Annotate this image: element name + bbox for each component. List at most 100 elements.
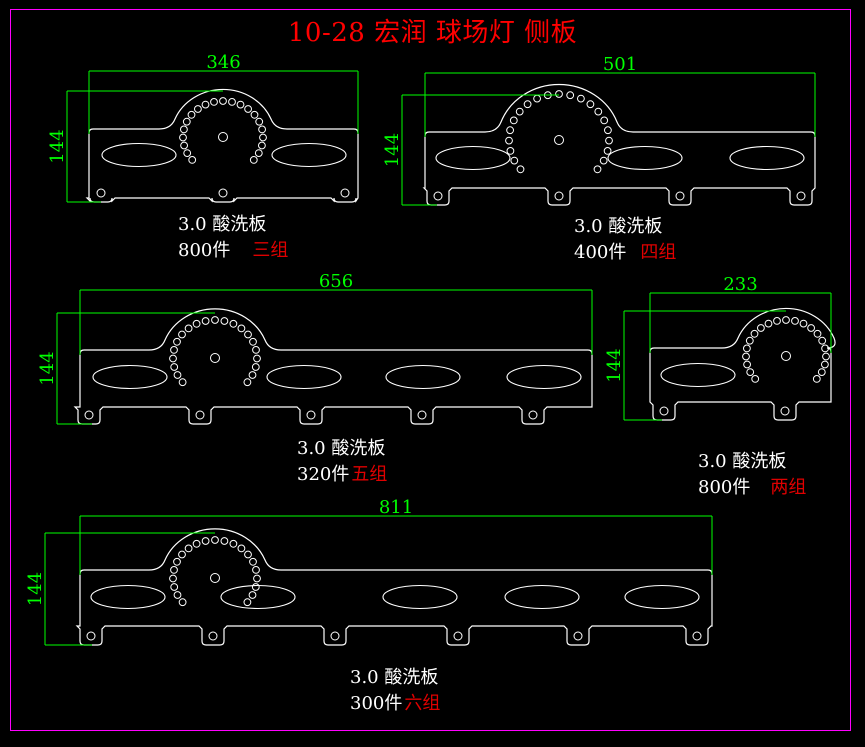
mount-hole: [96, 188, 106, 198]
led-hole: [258, 125, 267, 134]
group-text: 三组: [252, 240, 289, 261]
led-hole: [594, 107, 603, 116]
led-hole: [237, 324, 246, 333]
led-hole: [169, 354, 177, 363]
led-hole: [600, 116, 609, 125]
led-hole: [506, 126, 515, 135]
led-hole: [210, 98, 218, 106]
led-hole: [509, 116, 518, 125]
led-hole: [255, 117, 264, 126]
mount-hole: [528, 410, 538, 420]
led-hole: [254, 149, 263, 158]
height-dimension-value: 144: [47, 129, 68, 163]
led-hole: [515, 107, 524, 116]
led-hole: [743, 344, 751, 353]
led-hole: [249, 557, 257, 566]
mount-hole: [453, 631, 463, 641]
led-hole: [604, 126, 612, 135]
led-hole: [799, 319, 808, 328]
led-hole: [211, 536, 219, 544]
width-dimension-value: 501: [603, 54, 637, 75]
led-hole: [244, 550, 252, 559]
quantity-text: 800件: [698, 477, 751, 498]
led-hole: [745, 336, 754, 345]
panel-outline: [73, 308, 593, 425]
quantity-text: 320件: [297, 464, 350, 485]
panel-656: 656 144: [37, 271, 593, 425]
led-hole: [170, 583, 179, 591]
oval-slot: [435, 145, 511, 171]
led-hole: [258, 141, 266, 150]
led-hole: [173, 557, 181, 566]
led-hole: [229, 319, 238, 328]
panel-label-233: 3.0 酸洗板 800件两组: [698, 449, 806, 501]
oval-slot: [506, 364, 582, 390]
led-hole: [220, 537, 229, 545]
led-hole: [211, 316, 219, 324]
panel-outline: [422, 83, 816, 206]
led-hole: [192, 539, 201, 548]
led-hole: [250, 110, 259, 119]
led-hole: [743, 360, 751, 369]
led-hole: [822, 352, 830, 361]
led-hole: [188, 156, 197, 164]
led-hole: [813, 329, 822, 338]
led-hole: [251, 363, 260, 371]
led-hole: [817, 368, 826, 377]
led-hole: [173, 371, 182, 379]
led-hole: [244, 330, 252, 339]
center-hole: [210, 573, 220, 583]
panel-label-346: 3.0 酸洗板 800件三组: [178, 212, 288, 264]
material-text: 3.0 酸洗板: [698, 451, 787, 472]
mount-hole: [433, 191, 443, 201]
drawing-title: 10-28 宏润 球场灯 侧板: [287, 18, 578, 48]
material-text: 3.0 酸洗板: [574, 216, 663, 237]
mount-hole: [417, 410, 427, 420]
led-hole: [201, 100, 210, 109]
led-hole: [773, 317, 781, 325]
oval-slot: [660, 362, 736, 388]
led-hole: [228, 98, 236, 106]
led-hole: [252, 566, 260, 574]
led-hole: [593, 165, 602, 174]
center-hole: [218, 132, 228, 142]
mount-hole: [675, 191, 685, 201]
height-dimension-value: 144: [604, 348, 625, 382]
oval-slot: [220, 584, 296, 610]
led-hole: [170, 363, 179, 371]
mount-hole: [306, 410, 316, 420]
led-hole: [248, 591, 257, 599]
led-hole: [178, 550, 186, 559]
led-hole: [533, 94, 541, 103]
quantity-text: 800件: [178, 240, 231, 261]
led-hole: [178, 330, 186, 339]
led-hole: [605, 136, 613, 145]
height-dimension-value: 144: [25, 572, 46, 606]
oval-slot: [101, 142, 177, 168]
mount-hole: [86, 631, 96, 641]
material-text: 3.0 酸洗板: [178, 214, 267, 235]
drawing-frame: [10, 9, 851, 731]
height-dimension-value: 144: [37, 351, 58, 385]
led-hole: [253, 354, 261, 363]
oval-slot: [266, 364, 342, 390]
led-hole: [244, 105, 253, 113]
led-hole: [249, 156, 258, 164]
led-hole: [220, 317, 229, 325]
led-hole: [603, 147, 612, 155]
oval-slot: [504, 584, 580, 610]
led-hole: [746, 368, 755, 377]
led-hole: [259, 133, 267, 142]
mount-hole: [554, 191, 564, 201]
led-hole: [818, 336, 827, 345]
led-hole: [252, 346, 260, 354]
mount-hole: [330, 631, 340, 641]
width-dimension-value: 656: [319, 271, 353, 292]
led-hole: [516, 165, 525, 174]
led-hole: [236, 100, 245, 109]
led-hole: [599, 156, 608, 165]
